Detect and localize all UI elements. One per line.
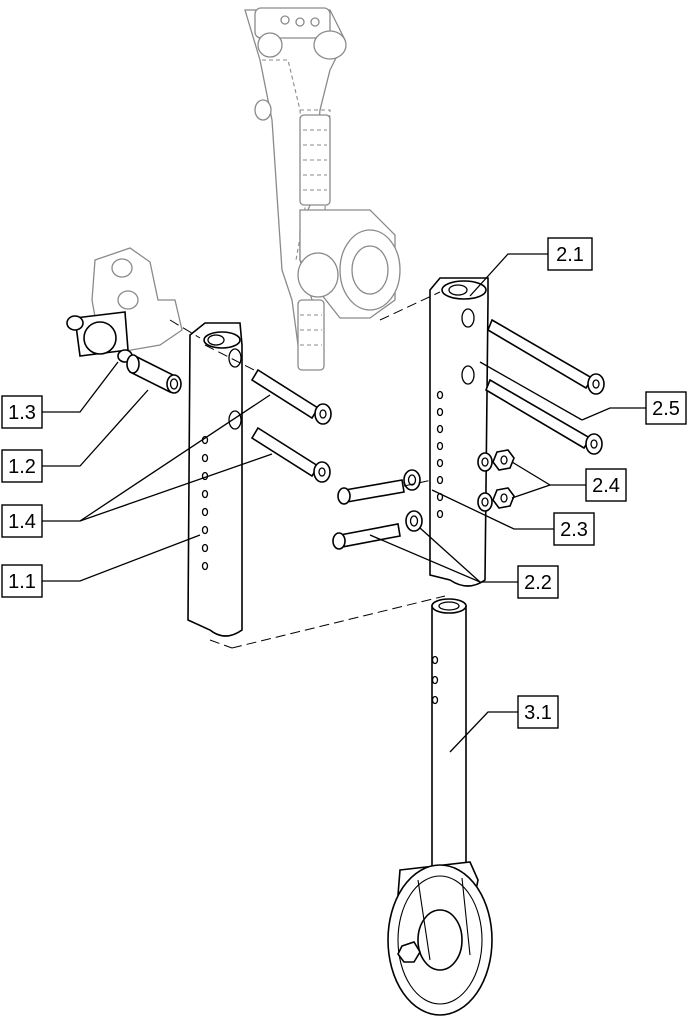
label-2-2-text: 2.2	[524, 572, 552, 594]
frame-ghost-outline	[244, 7, 401, 371]
bolts-part-2-2	[332, 479, 405, 550]
label-1-2-text: 1.2	[8, 456, 36, 478]
bolts-part-1-4	[250, 368, 332, 483]
label-1-2: 1.2	[1, 449, 43, 483]
label-2-5-text: 2.5	[652, 398, 680, 420]
label-2-3: 2.3	[553, 512, 595, 546]
label-2-1-text: 2.1	[556, 244, 584, 266]
label-2-4-text: 2.4	[592, 475, 620, 497]
bolts-part-2-5	[485, 318, 605, 455]
tube-part-2-1	[429, 277, 489, 587]
label-2-2: 2.2	[517, 565, 559, 599]
caster-part-3-1	[387, 598, 493, 1016]
label-2-5: 2.5	[645, 391, 687, 425]
label-1-4: 1.4	[1, 504, 43, 538]
label-3-1-text: 3.1	[524, 702, 552, 724]
label-1-1-text: 1.1	[8, 571, 36, 593]
tube-part-1-1	[187, 322, 243, 637]
label-1-4-text: 1.4	[8, 511, 36, 533]
washers-part-2-3	[403, 469, 423, 532]
label-1-3-text: 1.3	[8, 402, 36, 424]
assembly-guide-lines	[169, 291, 446, 649]
label-1-1: 1.1	[1, 564, 43, 598]
label-3-1: 3.1	[517, 695, 559, 729]
label-2-4: 2.4	[585, 468, 627, 502]
bracket-part-1-3	[66, 247, 183, 363]
label-2-1: 2.1	[547, 237, 593, 271]
spacer-part-1-2	[126, 354, 182, 394]
leader-lines	[42, 253, 646, 753]
label-2-3-text: 2.3	[560, 519, 588, 541]
nuts-part-2-4	[477, 449, 515, 512]
label-1-3: 1.3	[1, 395, 43, 429]
